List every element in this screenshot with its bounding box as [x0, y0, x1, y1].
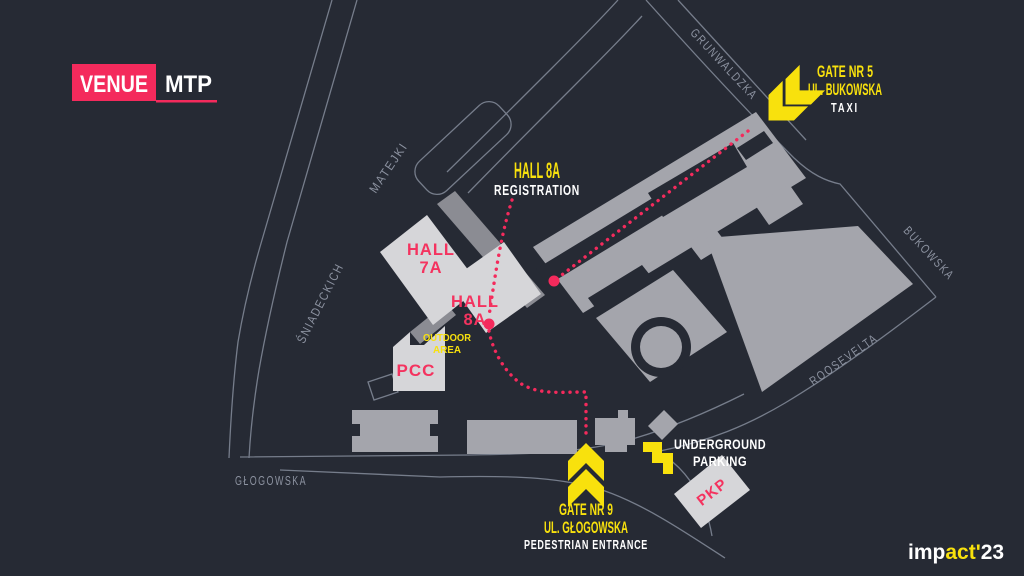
street-north-cross-line-2	[467, 15, 643, 194]
gate9-label-line2: UL. GŁOGOWSKA	[544, 518, 628, 537]
route-hall8a-to-gate9	[487, 329, 588, 440]
building-connector-south	[688, 227, 727, 260]
pcc-label: PCC	[397, 361, 436, 380]
route-lines	[483, 129, 750, 440]
hall8a-label-line2: 8A	[463, 311, 486, 329]
building-hall-7a	[380, 215, 481, 325]
street-matejki-line-left	[228, 0, 333, 459]
building-hall-8a	[449, 242, 541, 333]
venue-logo-box	[72, 64, 156, 101]
outdoor-area-label-line1: OUTDOOR	[423, 332, 471, 344]
gate5-chevron-icon	[768, 80, 809, 121]
venue-logo: VENUE MTP	[72, 64, 217, 103]
building-round-pavilion	[640, 326, 682, 368]
parking-corner-icon	[654, 453, 673, 474]
building-glogowska-east	[467, 420, 577, 454]
street-grunwaldzka-line-right	[677, 0, 807, 141]
outdoor-area-label-line2: AREA	[433, 344, 461, 356]
outlined-building-west-of-pcc	[367, 373, 399, 401]
venue-logo-underline	[156, 100, 217, 103]
building-notch-right	[430, 424, 438, 436]
gate9-pedestrian-label: PEDESTRIAN ENTRANCE	[524, 537, 648, 552]
gate-markers	[568, 64, 826, 507]
impact23-logo-imp: imp	[908, 541, 945, 564]
street-glogowska-line-lower	[279, 469, 726, 559]
route-gate5-to-hall8a	[552, 129, 750, 283]
callout-leader-line	[487, 198, 514, 318]
parking-label-line1: UNDERGROUND	[674, 437, 766, 452]
slab-courtyard-cutout	[648, 143, 747, 217]
impact23-logo: impact'23	[908, 541, 1004, 564]
slab-notch-cutout	[737, 131, 773, 160]
building-pcc	[393, 326, 445, 391]
building-small-rotated	[648, 410, 678, 440]
gate5-taxi-label: TAXI	[831, 101, 859, 115]
hall8a-callout-subtitle: REGISTRATION	[494, 183, 580, 199]
gate5-label-line1: GATE NR 5	[817, 62, 873, 81]
building-pkp-station	[674, 455, 750, 528]
street-roosevelta-line	[659, 296, 937, 452]
building-connector-east	[755, 184, 803, 225]
building-notch-left	[352, 424, 360, 436]
street-label-glogowska: GŁOGOWSKA	[235, 474, 307, 488]
street-matejki-line-right	[248, 0, 358, 459]
hall7a-label-line2: 7A	[419, 259, 442, 277]
gate9-chevron-icon	[568, 443, 604, 481]
street-block-outline-matejki	[414, 100, 512, 196]
street-north-cross-line-1	[446, 0, 619, 173]
hall8a-label-line1: HALL	[451, 293, 499, 311]
gate9-chevron-icon	[568, 469, 604, 507]
slab-lower-cutout	[588, 265, 654, 314]
mtp-logo-text: MTP	[165, 71, 212, 98]
fairground-buildings	[352, 112, 913, 528]
hall8a-callout-title: HALL 8A	[514, 158, 560, 183]
route-endpoint-dot-hall8a	[483, 318, 495, 330]
gate5-chevron-icon	[785, 64, 826, 105]
impact23-logo-year: 23	[981, 541, 1004, 564]
impact23-logo-act: act'	[945, 541, 980, 564]
building-roosevelta-hall	[706, 226, 913, 392]
route-endpoint-dot-inner	[548, 275, 560, 287]
parking-label-line2: PARKING	[693, 454, 747, 469]
venue-logo-text: VENUE	[80, 71, 148, 98]
hall7a-label-line1: HALL	[407, 241, 455, 259]
building-near-gate-9	[595, 410, 635, 452]
gate5-label-line2: UL. BUKOWSKA	[808, 80, 882, 99]
gate9-label-line1: GATE NR 9	[559, 500, 613, 519]
building-glogowska-west	[352, 410, 438, 452]
